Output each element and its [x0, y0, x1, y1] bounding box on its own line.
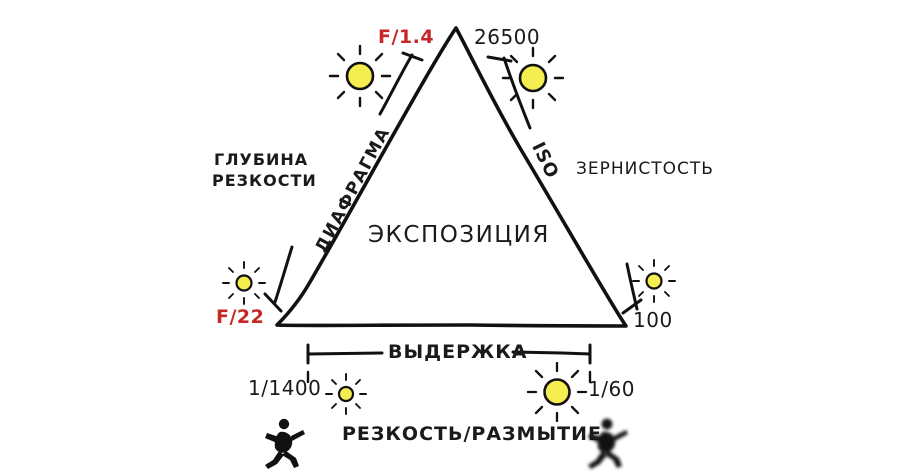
running-person-icon-sharp [265, 418, 305, 469]
effect-label-depth-of-field-line1: ГЛУБИНА [214, 150, 309, 169]
leader-iso-high [486, 55, 532, 130]
shutter-measure-bar [306, 343, 592, 365]
value-shutter-slow: 1/60 [588, 377, 635, 401]
leader-aperture-wide [378, 51, 424, 116]
sun-icon-shutter-bright [526, 361, 588, 423]
sun-icon-aperture-bright [328, 44, 392, 108]
value-iso-low: 100 [633, 308, 673, 332]
sun-icon-iso-dim [632, 259, 676, 303]
shutter-measure-ticks [306, 370, 592, 384]
value-shutter-fast: 1/1400 [248, 376, 322, 400]
effect-label-depth-of-field-line2: РЕЗКОСТИ [212, 171, 317, 190]
value-aperture-wide: F/1.4 [378, 26, 435, 48]
leader-aperture-narrow [263, 245, 294, 313]
triangle-outline [275, 26, 628, 328]
value-aperture-narrow: F/22 [216, 306, 265, 328]
center-title: ЭКСПОЗИЦИЯ [368, 222, 550, 248]
side-label-shutter-speed: ВЫДЕРЖКА [388, 341, 528, 363]
effect-label-grain: ЗЕРНИСТОСТЬ [576, 159, 714, 179]
effect-label-sharpness-blur: РЕЗКОСТЬ/РАЗМЫТИЕ [342, 423, 602, 445]
running-person-blurred-icon [588, 418, 628, 469]
sun-icon-aperture-dim [222, 261, 266, 305]
leader-iso-low [621, 262, 643, 315]
sun-icon-iso-bright [501, 46, 565, 110]
value-iso-high: 26500 [474, 25, 541, 49]
sun-icon-shutter-dim [325, 373, 367, 415]
